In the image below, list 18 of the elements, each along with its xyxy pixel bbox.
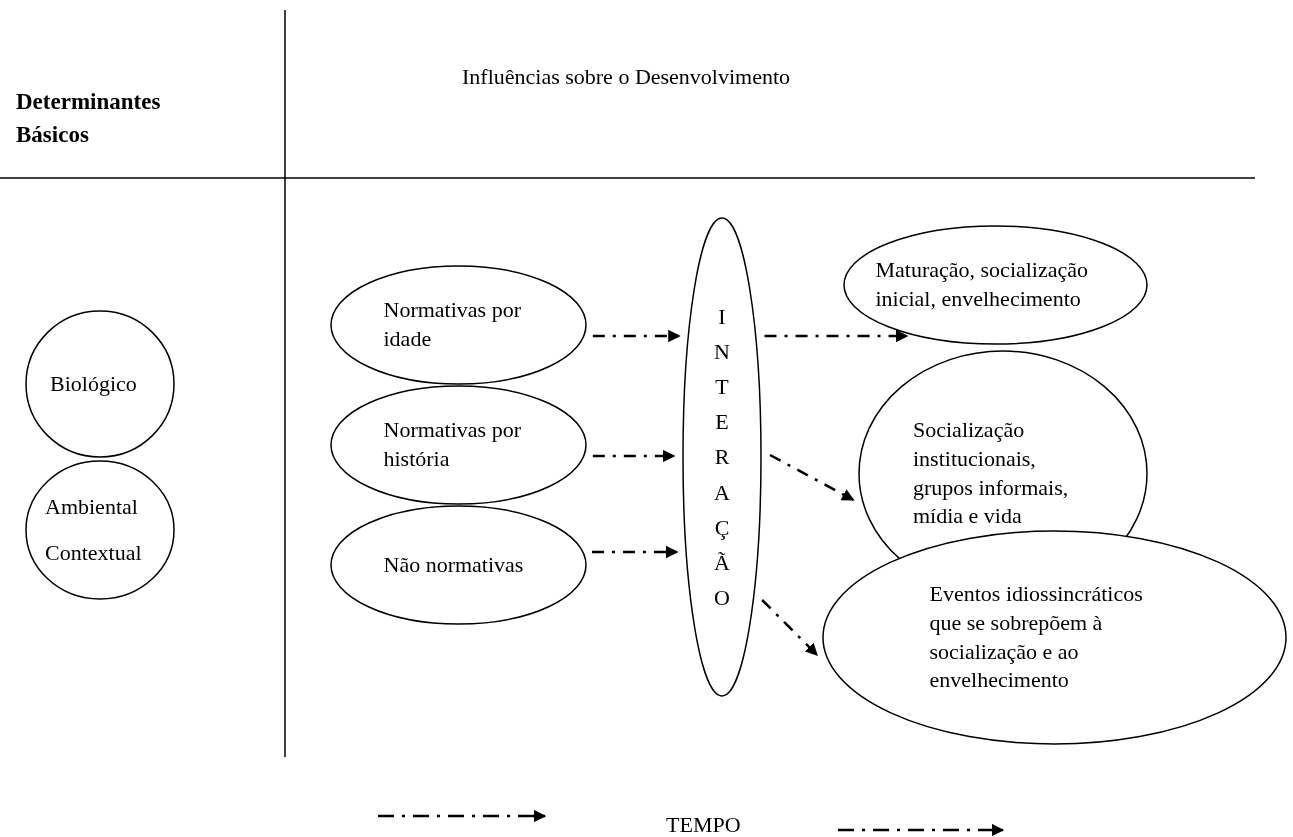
node-text: Normativas por idade [383,296,522,353]
node-text: Normativas por história [383,416,522,473]
arrow [769,453,855,502]
arrow [764,329,909,343]
arrow [761,599,818,656]
arrow [592,329,681,343]
arrow [592,449,676,463]
node-text: Socialização institucionais, grupos informais, mídia e vida [913,416,1070,531]
node-text: Eventos idiossincráticos que se sobrepõem à socialização e ao envelhecimento [929,580,1144,695]
arrow [591,545,679,559]
node-text: Não normativas [383,550,525,579]
vertical-text: INTERAÇÃO [713,302,731,613]
column-heading: Determinantes Básicos [16,88,162,150]
axis-label: TEMPO [666,814,741,836]
column-heading: Influências sobre o Desenvolvimento [462,63,791,91]
node-text: Ambiental Contextual [45,492,143,567]
node-text: Biológico [50,369,138,398]
node-text: Maturação, socialização inicial, envelhecimento [875,256,1090,313]
